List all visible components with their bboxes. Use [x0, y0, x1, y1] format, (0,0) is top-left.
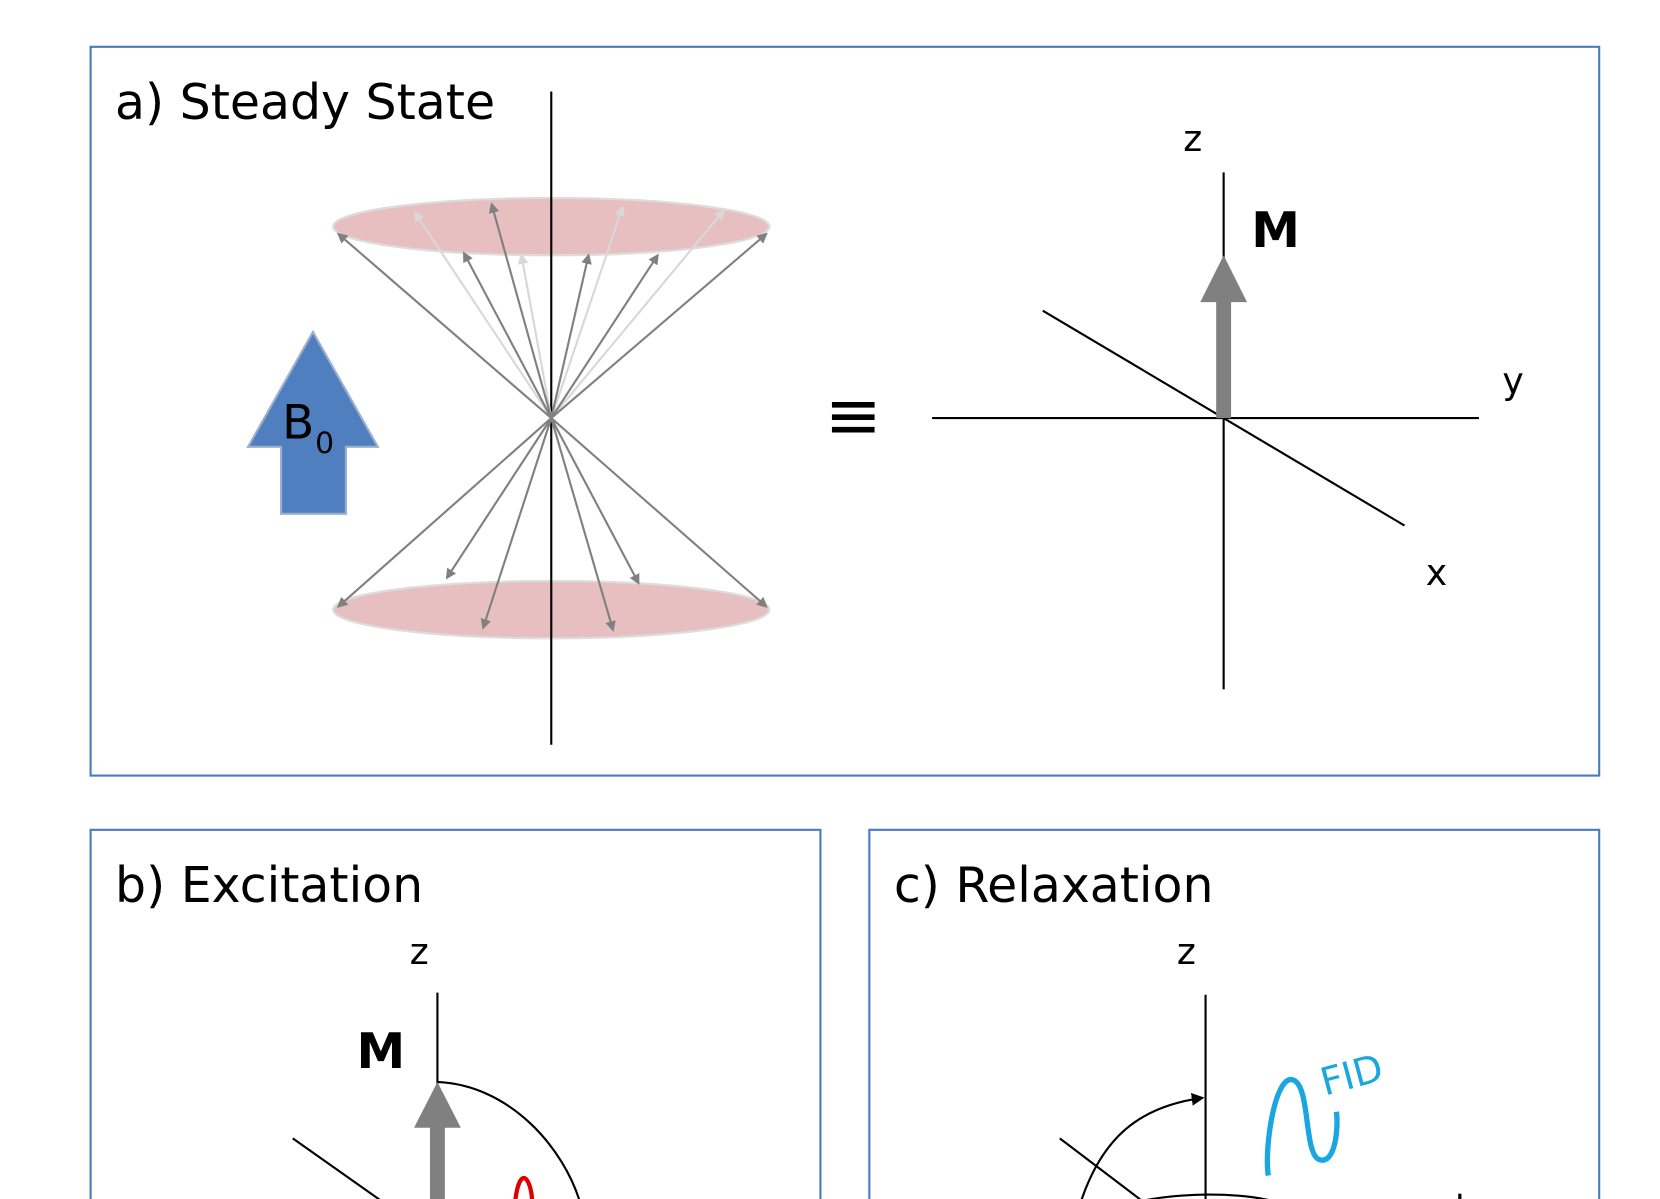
equivalence-symbol: ≡	[825, 376, 882, 455]
x-axis	[292, 1137, 381, 1199]
panel-frame	[868, 828, 1601, 1199]
coordinate-axes: z y x M	[932, 117, 1524, 690]
axis-z-label: z	[1177, 930, 1196, 973]
panel-steady-state: a) Steady State B 0 ≡	[89, 45, 1601, 777]
fid-label: FID	[1316, 1046, 1388, 1106]
magnetization-vector	[1200, 255, 1248, 419]
axis-x-label: x	[1426, 551, 1447, 594]
b0-label: B	[282, 396, 314, 450]
b0-subscript: 0	[315, 426, 334, 461]
precession-ellipse	[1146, 1193, 1269, 1199]
m-label: M	[357, 1023, 406, 1080]
axis-z-label: z	[1183, 117, 1202, 160]
panel-title: a) Steady State	[115, 74, 495, 131]
recovery-arrow	[1080, 1093, 1205, 1199]
panel-excitation: b) Excitation z M	[89, 828, 822, 1199]
precession-cones	[332, 91, 771, 745]
b0-arrow: B 0	[246, 329, 380, 515]
axis-y-label: y	[1502, 360, 1523, 403]
m-label: M	[1251, 202, 1300, 259]
panel-title: b) Excitation	[115, 857, 423, 914]
panel-frame	[89, 45, 1601, 777]
rf-pulse-icon	[513, 1176, 535, 1199]
x-axis	[1059, 1137, 1142, 1199]
tip-trajectory-arc	[437, 1080, 581, 1199]
panel-frame	[89, 828, 822, 1199]
fid-signal-icon	[1264, 1077, 1340, 1177]
panel-relaxation: c) Relaxation z FID	[868, 828, 1601, 1199]
axis-z-label: z	[410, 930, 429, 973]
panel-title: c) Relaxation	[894, 857, 1214, 914]
magnetization-vector	[414, 1081, 461, 1199]
